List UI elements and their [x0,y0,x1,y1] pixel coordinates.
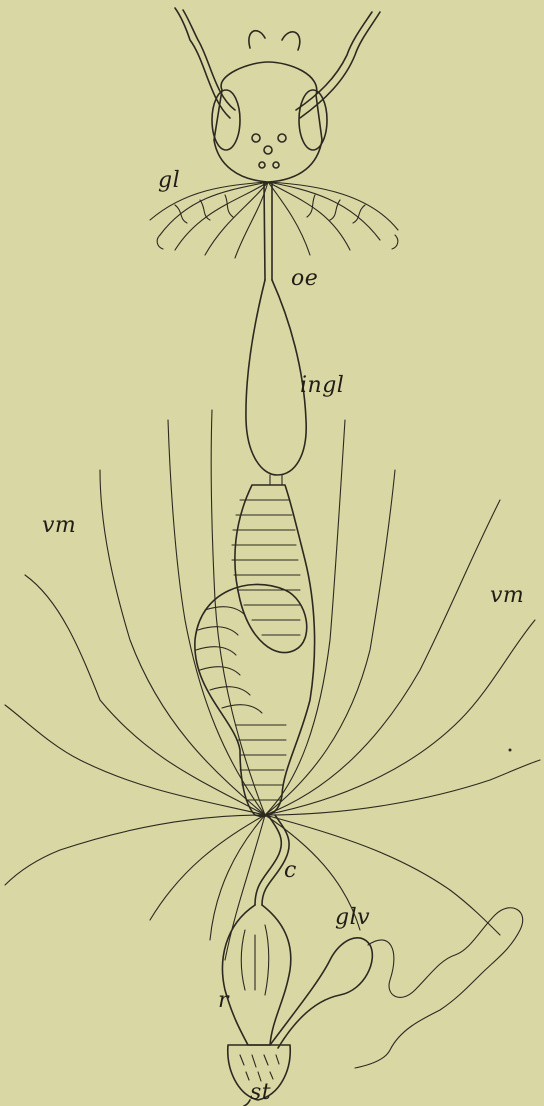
accessory-gland [270,908,523,1068]
label-ingl: ingl [300,373,344,398]
label-r: r [218,988,229,1013]
salivary-glands [150,182,398,258]
label-vm-right: vm [490,583,524,608]
malpighian-tubules [5,410,540,960]
label-vm-left: vm [42,513,76,538]
crop [246,280,306,485]
label-glv: glv [335,905,370,930]
label-c: c [284,858,297,883]
label-st: st [250,1080,271,1105]
label-gl: gl [158,168,180,193]
label-oe: oe [291,266,318,291]
oesophagus [264,182,272,280]
speck [509,749,512,752]
head [212,31,327,182]
